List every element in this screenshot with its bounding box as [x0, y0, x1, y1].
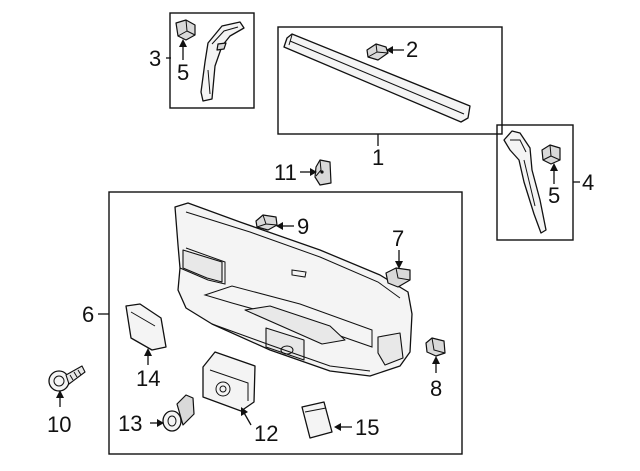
box-part-1 — [277, 26, 503, 135]
weatherstrip-molding-part — [283, 33, 471, 123]
clip-part-7 — [385, 267, 411, 288]
cover-part-14 — [125, 303, 167, 351]
callout-10: 10 — [47, 412, 71, 437]
callout-7: 7 — [392, 226, 404, 251]
pad-part-15 — [301, 401, 333, 439]
clip-part-2 — [366, 43, 389, 61]
clip-part-9 — [255, 214, 278, 231]
box-part-6 — [108, 191, 463, 455]
callout-5-right: 5 — [548, 183, 560, 208]
callout-15: 15 — [355, 415, 379, 440]
callout-9: 9 — [297, 214, 309, 239]
callout-8: 8 — [430, 376, 442, 401]
callout-1: 1 — [372, 145, 384, 170]
pull-handle-part-12 — [202, 351, 256, 412]
callout-4: 4 — [582, 170, 594, 195]
bracket-part-8 — [425, 337, 446, 357]
callout-2: 2 — [406, 37, 418, 62]
callout-12: 12 — [254, 421, 278, 446]
pillar-trim-left-part — [200, 21, 245, 102]
callout-3: 3 — [149, 46, 161, 71]
leader-lines — [56, 39, 580, 431]
box-part-3 — [169, 12, 255, 109]
screw-part-10 — [48, 365, 86, 392]
liftgate-trim-panel-part — [174, 202, 413, 377]
callout-5-left: 5 — [177, 60, 189, 85]
clip-part-11 — [314, 159, 332, 186]
clip-part-5-left — [175, 19, 196, 41]
pillar-trim-right-part — [503, 130, 547, 234]
clip-part-5-right — [541, 144, 561, 165]
callout-13: 13 — [118, 411, 142, 436]
callout-14: 14 — [136, 366, 160, 391]
callout-6: 6 — [82, 302, 94, 327]
push-pin-part-13 — [162, 394, 195, 432]
callout-11: 11 — [274, 160, 297, 185]
